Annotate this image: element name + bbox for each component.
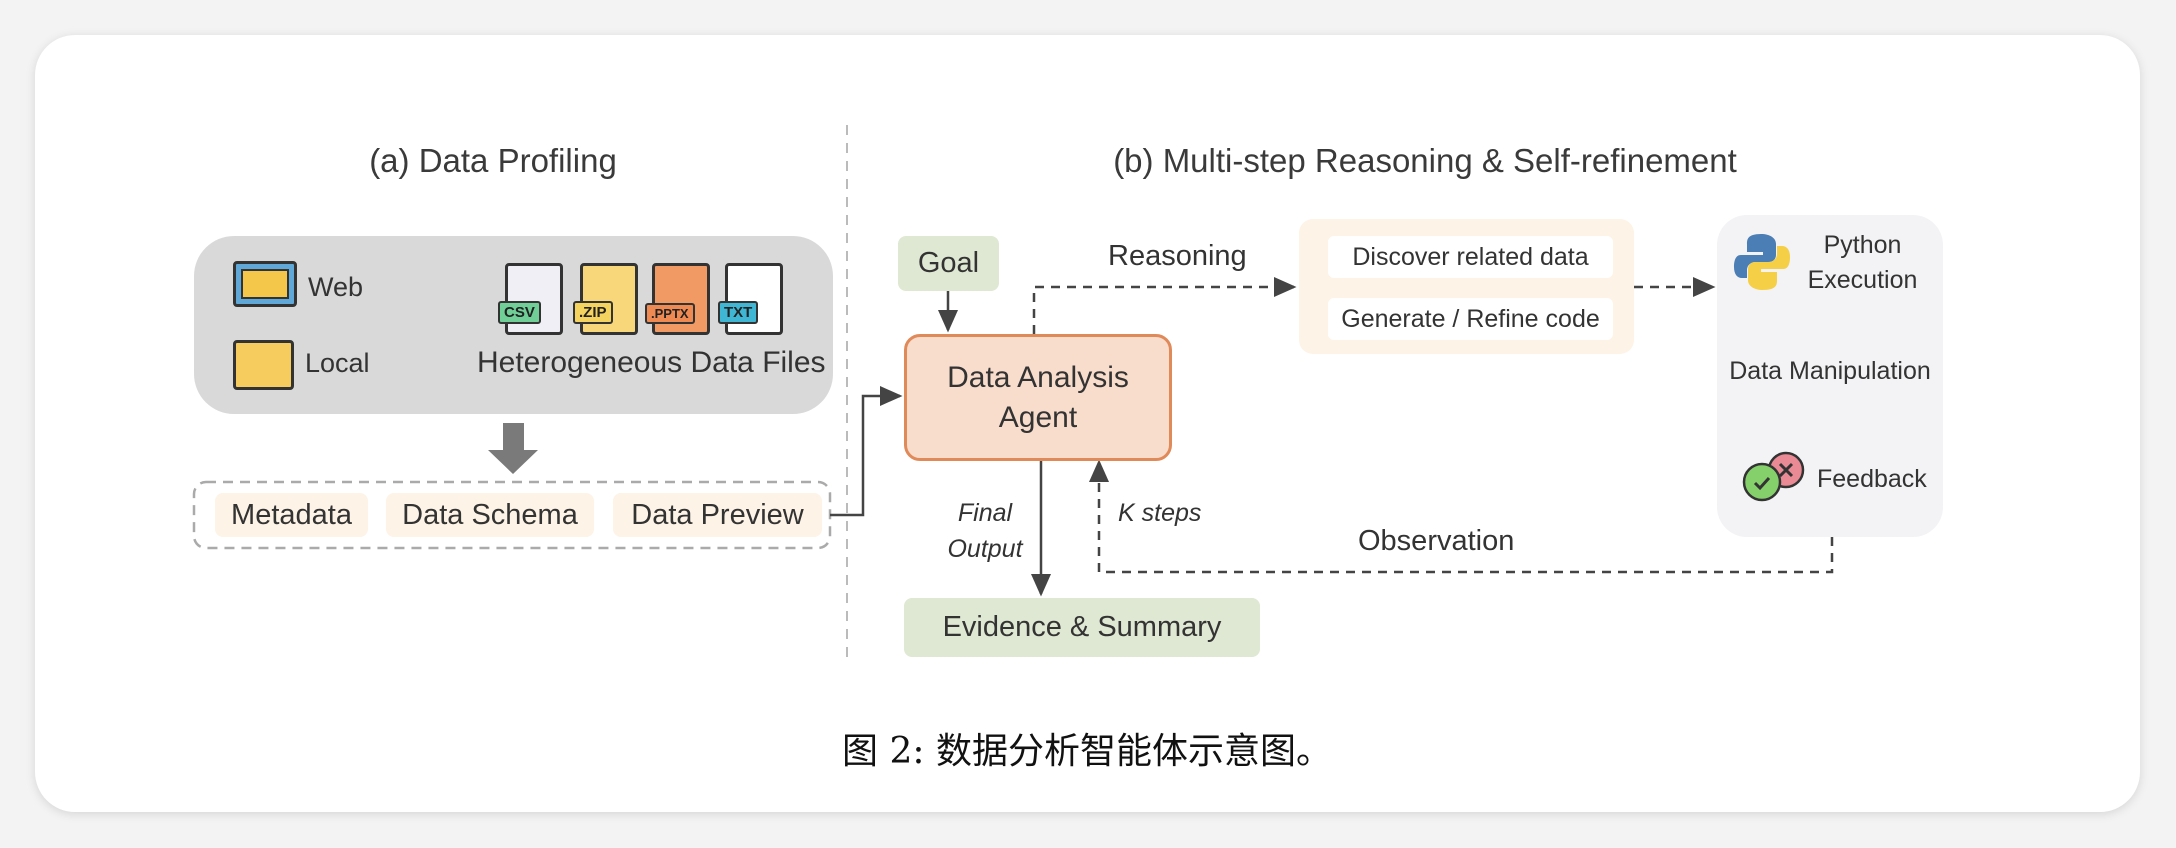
web-monitor-icon (233, 261, 297, 307)
figure-caption: 图 2: 数据分析智能体示意图。 (842, 731, 1332, 772)
agent-label-line1: Data Analysis (947, 360, 1129, 394)
file-type-label: TXT (718, 301, 759, 324)
down-arrow-icon (488, 423, 538, 474)
feedback-bubbles-icon (1742, 451, 1805, 502)
agent-box: Data Analysis Agent (904, 334, 1172, 461)
reasoning-arrow (1032, 277, 1297, 334)
file-type-label: CSV (498, 301, 541, 324)
reasoning-label: Reasoning (1108, 240, 1247, 272)
python-logo-icon (1734, 234, 1790, 290)
heterogeneous-files-label: Heterogeneous Data Files (477, 346, 826, 379)
observation-arrow (1089, 459, 1834, 574)
python-label-line1: Python (1823, 231, 1902, 259)
data-manipulation-label: Data Manipulation (1729, 357, 1931, 385)
python-execution-label: Python Execution (1795, 228, 1930, 298)
feedback-label: Feedback (1817, 465, 1927, 493)
data-preview-box: Data Preview (613, 493, 822, 537)
k-steps-label: K steps (1118, 499, 1202, 527)
file-type-label: .ZIP (573, 301, 613, 324)
pptx-file-icon: .PPTX (645, 263, 710, 335)
data-schema-box: Data Schema (386, 493, 594, 537)
generate-code-step: Generate / Refine code (1328, 298, 1613, 340)
final-output-line2: Output (947, 535, 1023, 563)
metadata-box: Metadata (215, 493, 368, 537)
preview-to-agent-arrow (830, 386, 903, 517)
zip-file-icon: .ZIP (573, 263, 638, 335)
agent-label-line2: Agent (998, 400, 1078, 434)
python-label-line2: Execution (1807, 266, 1918, 294)
source-local: Local (305, 348, 370, 378)
folder-icon (233, 340, 294, 390)
txt-file-icon: TXT (718, 263, 783, 335)
panel-b-title: (b) Multi-step Reasoning & Self-refineme… (1113, 142, 1737, 179)
evidence-summary-box: Evidence & Summary (904, 598, 1260, 657)
file-type-label: .PPTX (645, 303, 695, 324)
final-output-line1: Final (957, 499, 1013, 527)
source-web: Web (308, 272, 364, 302)
csv-file-icon: CSV (498, 263, 563, 335)
goal-box: Goal (898, 236, 999, 291)
panel-a-title: (a) Data Profiling (369, 142, 617, 179)
discover-data-step: Discover related data (1328, 236, 1613, 278)
final-output-label: Final Output (940, 495, 1030, 567)
observation-label: Observation (1358, 525, 1515, 557)
